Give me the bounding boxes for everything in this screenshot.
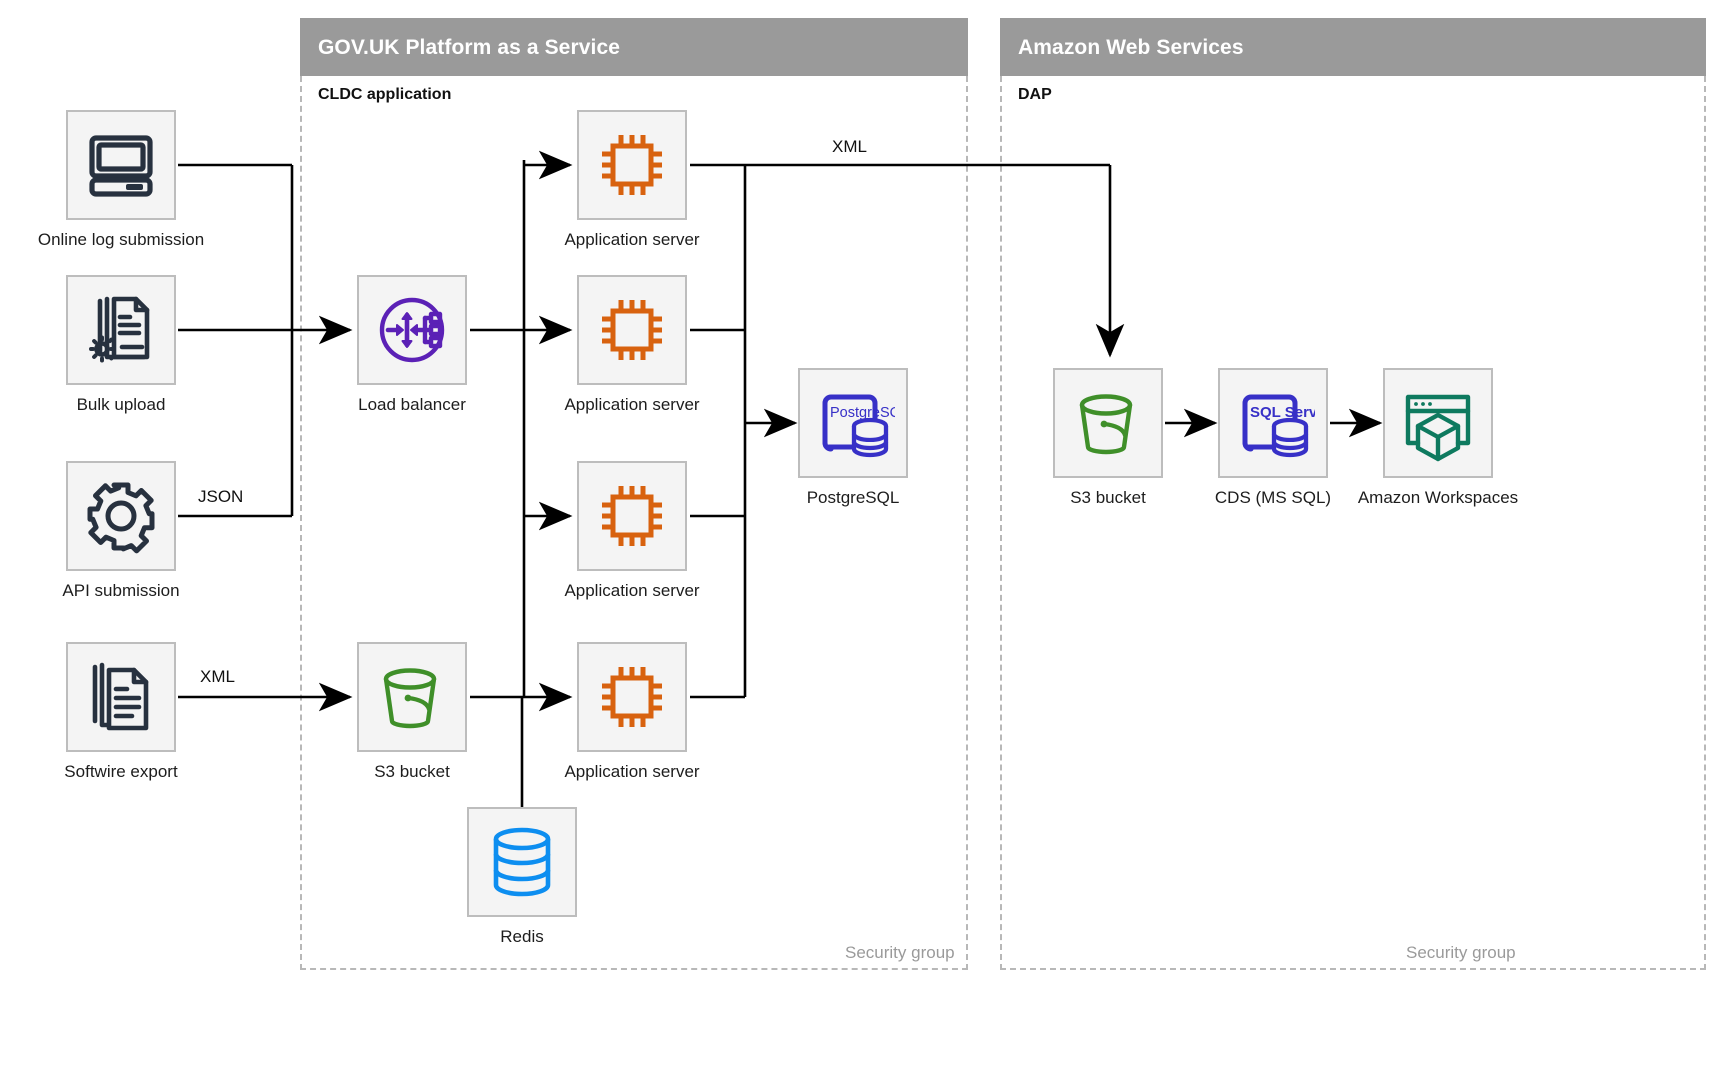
node-label: Application server (564, 762, 700, 781)
node-softwire-export[interactable]: Softwire export (64, 642, 178, 781)
document-gear-icon (66, 275, 176, 385)
subtitle-cldc-application: CLDC application (318, 86, 452, 103)
bucket-icon (1053, 368, 1163, 478)
cpu-chip-icon (577, 275, 687, 385)
node-label: Online log submission (37, 230, 205, 249)
node-label: Bulk upload (76, 395, 166, 414)
node-label: S3 bucket (374, 762, 450, 781)
node-cds-ms-sql[interactable]: SQL Server CDS (MS SQL) (1215, 368, 1331, 507)
cpu-chip-icon (577, 461, 687, 571)
security-group-label-paas: Security group (845, 943, 955, 962)
node-label: Softwire export (64, 762, 178, 781)
edge-label-json: JSON (198, 487, 244, 506)
node-load-balancer[interactable]: Load balancer (357, 275, 467, 414)
node-label: CDS (MS SQL) (1214, 488, 1332, 507)
node-label: Application server (564, 395, 700, 414)
group-boundary-aws (1000, 76, 1706, 970)
database-cylinder-icon (467, 807, 577, 917)
desktop-computer-icon (66, 110, 176, 220)
security-group-label-aws: Security group (1406, 943, 1516, 962)
node-label: S3 bucket (1070, 488, 1146, 507)
node-app-server-2[interactable]: Application server (564, 275, 700, 414)
node-label: Application server (564, 230, 700, 249)
node-label: Load balancer (358, 395, 466, 414)
cpu-chip-icon (577, 642, 687, 752)
postgresql-database-icon: PostgreSQL (798, 368, 908, 478)
cpu-chip-icon (577, 110, 687, 220)
sql-server-database-icon: SQL Server (1218, 368, 1328, 478)
node-app-server-3[interactable]: Application server (564, 461, 700, 600)
gear-icon (66, 461, 176, 571)
edge-label-xml-softwire: XML (200, 667, 235, 686)
node-label: Redis (500, 927, 544, 946)
node-label: Amazon Workspaces (1357, 488, 1519, 507)
sql-server-wordmark: SQL Server (1250, 404, 1315, 421)
group-header-paas (300, 18, 968, 76)
node-label: API submission (62, 581, 180, 600)
node-amazon-workspaces[interactable]: Amazon Workspaces (1358, 368, 1518, 507)
node-label: PostgreSQL (806, 488, 900, 507)
postgresql-wordmark: PostgreSQL (830, 405, 895, 421)
edge-label-xml-dap: XML (832, 137, 867, 156)
bucket-icon (357, 642, 467, 752)
group-header-aws (1000, 18, 1706, 76)
group-title-aws: Amazon Web Services (1018, 36, 1244, 59)
documents-stack-icon (66, 642, 176, 752)
group-title-paas: GOV.UK Platform as a Service (318, 36, 620, 59)
node-redis[interactable]: Redis (467, 807, 577, 946)
node-app-server-1[interactable]: Application server (564, 110, 700, 249)
node-postgresql[interactable]: PostgreSQL PostgreSQL (798, 368, 908, 507)
workspaces-window-cube-icon (1383, 368, 1493, 478)
load-balancer-icon (357, 275, 467, 385)
node-label: Application server (564, 581, 700, 600)
node-s3-bucket-aws[interactable]: S3 bucket (1053, 368, 1163, 507)
node-bulk-upload[interactable]: Bulk upload (66, 275, 176, 414)
node-online-log-submission[interactable]: Online log submission (38, 110, 204, 249)
node-s3-bucket-paas[interactable]: S3 bucket (357, 642, 467, 781)
node-api-submission[interactable]: API submission (62, 461, 180, 600)
group-boundary-paas (300, 76, 968, 970)
subtitle-dap: DAP (1018, 86, 1052, 103)
node-app-server-4[interactable]: Application server (564, 642, 700, 781)
